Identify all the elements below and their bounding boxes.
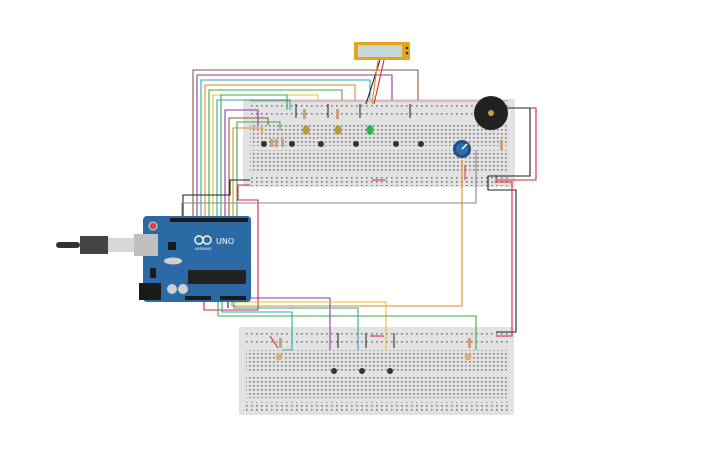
wire-green-low: [217, 300, 477, 350]
resistors-top: [270, 109, 503, 150]
wire-green-3: [236, 121, 281, 220]
lcd-display[interactable]: [354, 42, 410, 60]
pushbuttons-bottom[interactable]: [331, 368, 393, 374]
wire-buzzer-black: [487, 107, 531, 333]
photoresistor-1[interactable]: [275, 338, 283, 361]
led-3[interactable]: [366, 125, 374, 135]
jumpers-top: [295, 104, 466, 181]
wire-lcd-black: [365, 59, 381, 105]
pushbuttons-top[interactable]: [261, 141, 424, 147]
wire-red-5v: [203, 184, 259, 311]
breadboard-bottom: [239, 327, 514, 415]
wire-yellow-low: [230, 301, 387, 350]
reset-button: [148, 221, 158, 231]
wire-green-2: [220, 94, 288, 220]
led-2[interactable]: [334, 125, 342, 135]
wire-teal-low-2: [233, 300, 359, 350]
analog-header: [220, 296, 246, 300]
wire-purple: [196, 74, 393, 220]
atmega-chip: [188, 270, 246, 284]
power-header: [185, 296, 211, 300]
wire-purple-low: [226, 297, 331, 350]
arduino-uno[interactable]: UNO ARDUINO: [56, 216, 251, 302]
usb-cable: [56, 242, 80, 248]
usb-plug: [80, 236, 108, 254]
wire-orange: [204, 84, 356, 220]
wire-brown: [192, 69, 419, 220]
brand-label: ARDUINO: [195, 247, 212, 251]
wire-lcd-red: [373, 59, 385, 105]
piezo-buzzer[interactable]: [474, 96, 508, 130]
wire-teal-2: [216, 99, 291, 220]
lcd-screen: [358, 45, 402, 57]
wire-orange-2: [232, 127, 263, 220]
wire-red-right: [494, 181, 513, 337]
wires: [181, 59, 537, 351]
digital-header: [170, 218, 248, 222]
arduino-logo: [194, 235, 212, 245]
wire-lcd-orange: [371, 59, 379, 105]
wire-green: [208, 89, 343, 220]
led-1[interactable]: [302, 125, 310, 135]
wire-gray: [181, 150, 477, 222]
photoresistor-2[interactable]: [464, 338, 472, 361]
wire-red-low: [269, 335, 279, 349]
breadboard-top: [243, 99, 515, 187]
potentiometer[interactable]: [453, 140, 471, 158]
model-label: UNO: [216, 237, 234, 246]
jumpers-bottom: [337, 333, 395, 348]
wire-teal-low: [221, 300, 293, 351]
